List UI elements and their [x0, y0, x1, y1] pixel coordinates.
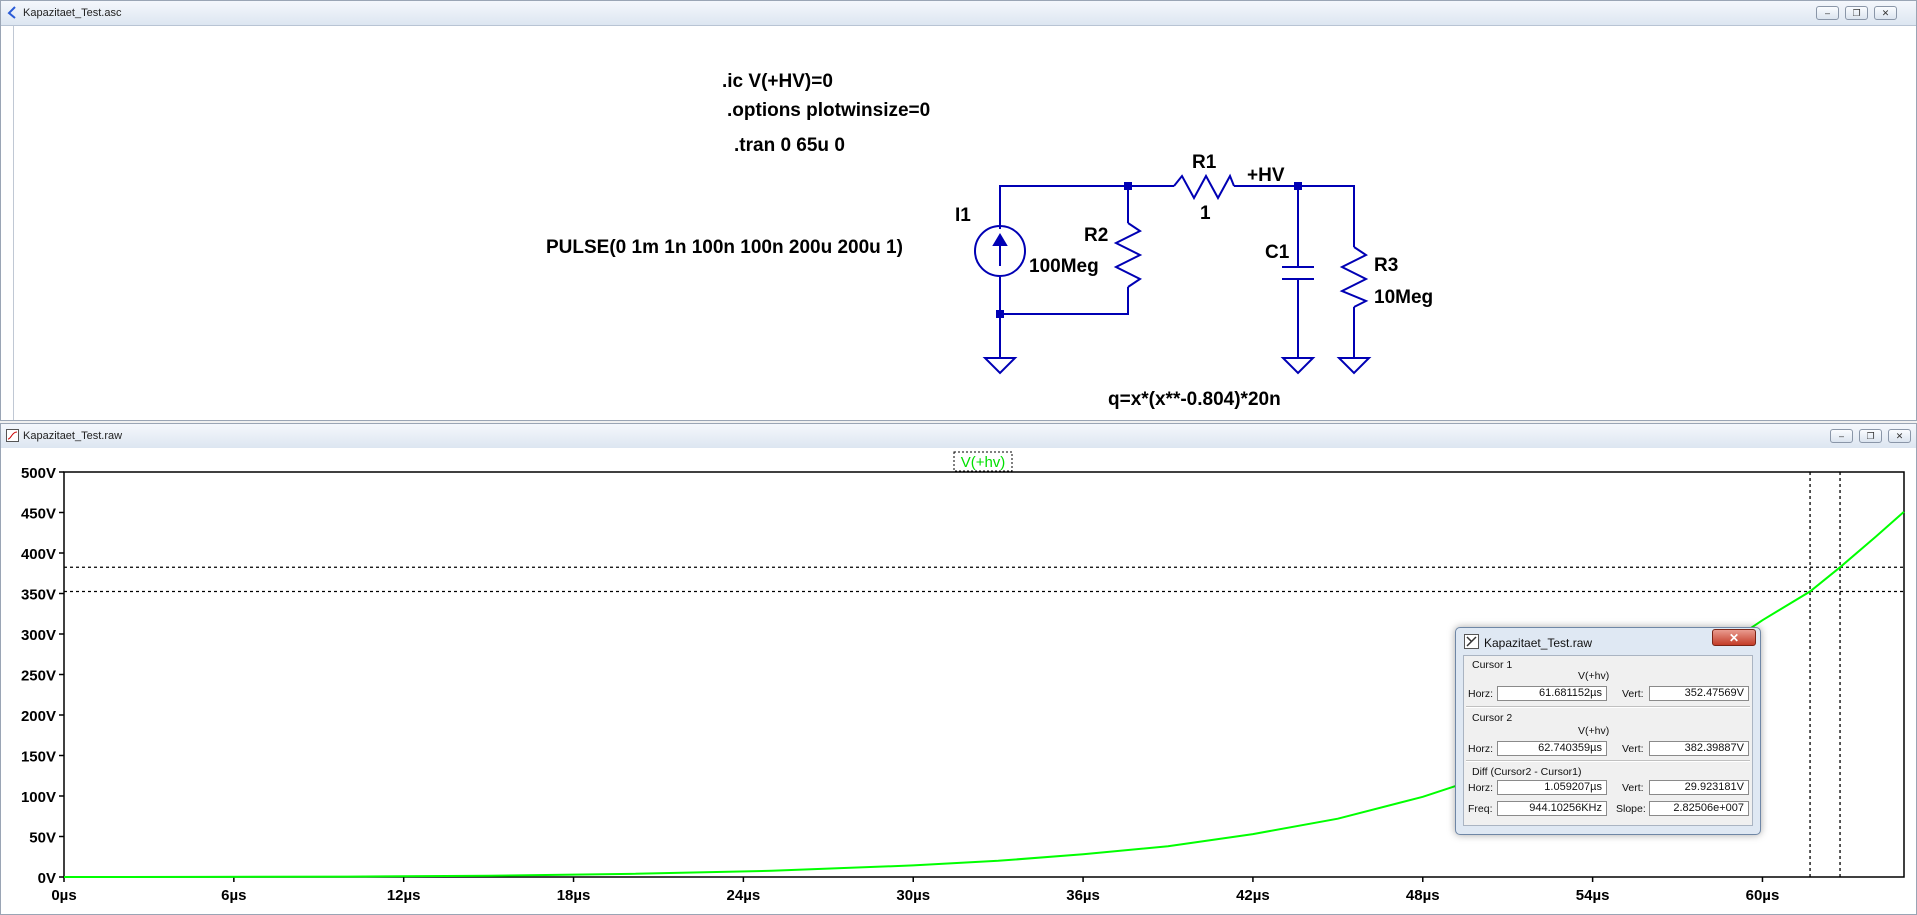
diff-header: Diff (Cursor2 - Cursor1) — [1472, 766, 1582, 778]
cursor2-vert-label: Vert: — [1622, 743, 1644, 755]
slope-field[interactable]: 2.82506e+007 — [1649, 801, 1749, 816]
y-tick-label: 200V — [21, 708, 56, 725]
x-tick-label: 0µs — [51, 887, 76, 904]
slope-label: Slope: — [1616, 803, 1646, 815]
directive-tran[interactable]: .tran 0 65u 0 — [734, 135, 845, 156]
plot-restore-button[interactable]: ❐ — [1859, 429, 1882, 443]
schematic-window: Kapazitaet_Test.asc – ❐ ✕ .ic V(+HV)=0 .… — [0, 0, 1917, 421]
diff-vert-label: Vert: — [1622, 782, 1644, 794]
restore-button[interactable]: ❐ — [1845, 6, 1868, 20]
diff-vert-field[interactable]: 29.923181V — [1649, 780, 1749, 795]
close-button[interactable]: ✕ — [1874, 6, 1897, 20]
ltspice-schematic-icon — [7, 6, 16, 19]
r3-value-label[interactable]: 10Meg — [1374, 287, 1433, 308]
directive-ic[interactable]: .ic V(+HV)=0 — [722, 71, 833, 92]
y-tick-label: 400V — [21, 546, 56, 563]
y-tick-label: 250V — [21, 668, 56, 685]
cursor-dialog-title: Kapazitaet_Test.raw — [1484, 636, 1593, 650]
ground-icon — [982, 357, 1372, 375]
junction-dots — [996, 182, 1302, 318]
separator — [1466, 706, 1750, 708]
r2-value-label[interactable]: 100Meg — [1029, 256, 1099, 277]
cursor1-horz-label: Horz: — [1468, 688, 1494, 700]
cursor-dialog-body: Cursor 1 V(+hv) Horz: 61.681152µs Vert: … — [1463, 655, 1753, 826]
y-tick-label: 0V — [38, 870, 56, 887]
plot-minimize-button[interactable]: – — [1830, 429, 1853, 443]
y-tick-label: 350V — [21, 587, 56, 604]
r3-name-label[interactable]: R3 — [1374, 255, 1398, 276]
cursor2-horz-label: Horz: — [1468, 743, 1494, 755]
directive-options[interactable]: .options plotwinsize=0 — [727, 100, 930, 121]
y-tick-label: 50V — [29, 830, 56, 847]
cursor1-vert-field[interactable]: 352.47569V — [1649, 686, 1749, 701]
r1-name-label[interactable]: R1 — [1192, 152, 1217, 173]
trace-v-hv[interactable] — [63, 510, 1905, 878]
cursor-dialog-icon — [1464, 634, 1479, 649]
y-tick-label: 150V — [21, 749, 56, 766]
x-tick-label: 30µs — [896, 887, 930, 904]
x-tick-label: 6µs — [221, 887, 246, 904]
x-tick-label: 36µs — [1066, 887, 1100, 904]
y-tick-label: 300V — [21, 627, 56, 644]
c1-charge-expression[interactable]: q=x*(x**-0.804)*20n — [1108, 389, 1281, 410]
cursor2-vert-field[interactable]: 382.39887V — [1649, 741, 1749, 756]
diff-horz-field[interactable]: 1.059207µs — [1497, 780, 1607, 795]
freq-field[interactable]: 944.10256KHz — [1497, 801, 1607, 816]
cursor2-trace: V(+hv) — [1578, 725, 1610, 737]
x-tick-label: 24µs — [727, 887, 761, 904]
schematic-titlebar[interactable]: Kapazitaet_Test.asc – ❐ ✕ — [1, 1, 1916, 26]
cursor2-header: Cursor 2 — [1472, 712, 1513, 724]
c1-name-label[interactable]: C1 — [1265, 242, 1290, 263]
plot-close-button[interactable]: ✕ — [1888, 429, 1911, 443]
schematic-canvas[interactable]: .ic V(+HV)=0 .options plotwinsize=0 .tra… — [13, 26, 1916, 420]
separator — [1466, 760, 1750, 762]
y-tick-label: 100V — [21, 789, 56, 806]
waveform-icon — [6, 429, 19, 442]
plot-title: Kapazitaet_Test.raw — [23, 430, 123, 442]
current-source-i1[interactable] — [974, 225, 1026, 277]
r2-name-label[interactable]: R2 — [1084, 225, 1108, 246]
minimize-button[interactable]: – — [1816, 6, 1839, 20]
x-tick-label: 60µs — [1746, 887, 1780, 904]
resistor-r1[interactable] — [1173, 173, 1235, 201]
x-tick-label: 12µs — [387, 887, 421, 904]
cursor1-trace: V(+hv) — [1578, 670, 1610, 682]
x-tick-label: 18µs — [557, 887, 591, 904]
capacitor-c1[interactable] — [1282, 266, 1314, 280]
x-tick-label: 54µs — [1576, 887, 1610, 904]
trace-label-box — [953, 451, 1013, 472]
y-axis: 0V 50V 100V 150V 200V 250V 300V 350V 400V 450V 500… — [21, 465, 64, 887]
plot-titlebar[interactable]: Kapazitaet_Test.raw – ❐ ✕ — [1, 424, 1916, 449]
x-tick-label: 42µs — [1236, 887, 1270, 904]
resistor-r3[interactable] — [1339, 246, 1369, 308]
cursor-lines[interactable] — [64, 472, 1904, 877]
i1-name-label[interactable]: I1 — [955, 205, 971, 226]
y-tick-label: 450V — [21, 506, 56, 523]
net-label-hv[interactable]: +HV — [1247, 165, 1285, 186]
cursor2-horz-field[interactable]: 62.740359µs — [1497, 741, 1607, 756]
x-tick-label: 48µs — [1406, 887, 1440, 904]
freq-label: Freq: — [1468, 803, 1493, 815]
cursor-dialog-close-button[interactable]: ✕ — [1712, 629, 1756, 646]
cursor1-horz-field[interactable]: 61.681152µs — [1497, 686, 1607, 701]
diff-horz-label: Horz: — [1468, 782, 1494, 794]
trace-label[interactable]: V(+hv) — [961, 454, 1006, 471]
schematic-title: Kapazitaet_Test.asc — [23, 7, 122, 19]
i1-value-label[interactable]: PULSE(0 1m 1n 100n 100n 200u 200u 1) — [546, 237, 903, 258]
r1-value-label[interactable]: 1 — [1200, 203, 1211, 224]
x-axis: 0µs 6µs 12µs 18µs 24µs 30µs 36µs 42µs 48µs 54µs 60… — [51, 877, 1779, 904]
cursor1-vert-label: Vert: — [1622, 688, 1644, 700]
resistor-r2[interactable] — [1113, 222, 1143, 288]
cursor1-header: Cursor 1 — [1472, 659, 1513, 671]
y-tick-label: 500V — [21, 465, 56, 482]
cursor-dialog[interactable]: Kapazitaet_Test.raw ✕ Cursor 1 V(+hv) Ho… — [1455, 627, 1761, 835]
